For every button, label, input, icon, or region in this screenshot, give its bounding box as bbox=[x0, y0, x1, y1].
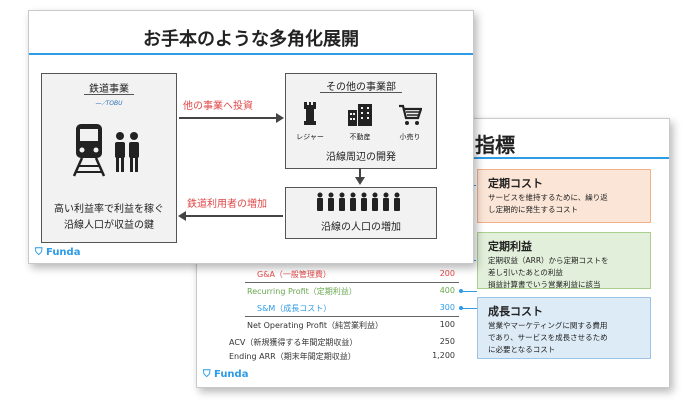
users-arrow-line bbox=[185, 215, 283, 217]
invest-arrow-label: 他の事業へ投資 bbox=[183, 101, 253, 112]
funda-logo-icon: ⛉ bbox=[203, 369, 211, 380]
row-value-ending-arr: 1,200 bbox=[432, 351, 455, 360]
brand-name: Funda bbox=[45, 247, 81, 258]
train-and-people-icon bbox=[72, 124, 139, 177]
title-divider bbox=[29, 53, 473, 55]
row-value-acv: 250 bbox=[439, 337, 455, 346]
other-business-panel: その他の事業部 レジャー 不動産 小売り 沿線周辺の開発 bbox=[285, 73, 437, 169]
desc-line: 差し引いたあとの利益 bbox=[488, 268, 563, 277]
front-slide-title: お手本のような多角化展開 bbox=[143, 29, 359, 50]
retail-label: 小売り bbox=[399, 133, 421, 141]
brand-name: Funda bbox=[213, 369, 249, 380]
railway-caption-1: 高い利益率で利益を稼ぐ bbox=[54, 204, 164, 215]
brand-logo: ⛉ Funda bbox=[203, 369, 248, 380]
down-arrow-head bbox=[355, 177, 365, 185]
desc-line: に必要となるコスト bbox=[488, 345, 556, 354]
row-label-acv: ACV（新規獲得する年間定期収益） bbox=[229, 338, 358, 347]
row-divider bbox=[245, 282, 459, 283]
population-panel: 沿線の人口の増加 bbox=[285, 187, 437, 239]
tobu-logo-text: TOBU bbox=[105, 100, 123, 107]
growth-cost-title: 成長コスト bbox=[488, 305, 543, 318]
row-value-sm: 300 bbox=[439, 303, 455, 312]
desc-line: 損益計算書でいう営業利益に該当 bbox=[488, 280, 601, 289]
invest-arrow-line bbox=[179, 117, 277, 119]
connector-line bbox=[461, 308, 477, 309]
shopping-cart-icon bbox=[399, 104, 422, 125]
row-value-ga: 200 bbox=[439, 269, 455, 278]
population-people-icon bbox=[317, 192, 400, 211]
leisure-label: レジャー bbox=[296, 133, 324, 141]
leisure-icon bbox=[304, 102, 316, 125]
tobu-logo-icon: —⟋ bbox=[95, 100, 106, 107]
growth-cost-desc: 営業やマーケティングに関する費用 であり、サービスを成長させるため に必要となる… bbox=[488, 320, 608, 356]
fixed-cost-box: 定期コスト サービスを維持するために、繰り返 し定期的に発生するコスト bbox=[477, 169, 651, 223]
title-underline bbox=[84, 94, 134, 95]
railway-caption-2: 沿線人口が収益の鍵 bbox=[64, 220, 154, 231]
title-underline bbox=[320, 92, 402, 93]
down-arrow-line bbox=[359, 168, 361, 179]
desc-line: 定期収益（ARR）から定期コストを bbox=[488, 256, 609, 265]
row-label-sm: S&M（成長コスト） bbox=[257, 304, 332, 313]
railway-title: 鉄道事業 bbox=[89, 84, 129, 95]
row-label-ga: G&A（一般管理費） bbox=[257, 270, 331, 279]
row-label-net-operating-profit: Net Operating Profit（純営業利益） bbox=[247, 321, 383, 330]
railway-panel: 鉄道事業 —⟋TOBU 高い利益率で利益を稼ぐ 沿線人口が収益の鍵 bbox=[41, 73, 177, 243]
desc-line: サービスを維持するために、繰り返 bbox=[488, 193, 608, 202]
desc-line: し定期的に発生するコスト bbox=[488, 205, 578, 214]
brand-logo: ⛉ Funda bbox=[35, 247, 80, 258]
tobu-logo: —⟋TOBU bbox=[86, 100, 132, 108]
fixed-cost-desc: サービスを維持するために、繰り返 し定期的に発生するコスト bbox=[488, 192, 608, 216]
invest-arrow-head bbox=[276, 113, 284, 123]
row-value-net-operating-profit: 100 bbox=[439, 320, 455, 329]
other-business-title: その他の事業部 bbox=[326, 82, 396, 93]
recurring-profit-desc: 定期収益（ARR）から定期コストを 差し引いたあとの利益 損益計算書でいう営業利… bbox=[488, 255, 609, 291]
front-slide: お手本のような多角化展開 鉄道事業 —⟋TOBU 高い利益率で利益を稼ぐ bbox=[28, 10, 474, 264]
row-label-recurring-profit: Recurring Profit（定期利益） bbox=[247, 287, 357, 296]
users-arrow-head bbox=[178, 211, 186, 221]
desc-line: であり、サービスを成長させるため bbox=[488, 333, 608, 342]
funda-logo-icon: ⛉ bbox=[35, 247, 43, 258]
growth-cost-box: 成長コスト 営業やマーケティングに関する費用 であり、サービスを成長させるため … bbox=[477, 297, 651, 359]
row-value-recurring-profit: 400 bbox=[439, 286, 455, 295]
row-divider bbox=[245, 316, 459, 317]
fixed-cost-title: 定期コスト bbox=[488, 177, 543, 190]
recurring-profit-title: 定期利益 bbox=[488, 240, 532, 253]
row-label-ending-arr: Ending ARR（期末年間定期収益） bbox=[229, 352, 356, 361]
real-estate-icon bbox=[348, 104, 372, 126]
recurring-profit-box: 定期利益 定期収益（ARR）から定期コストを 差し引いたあとの利益 損益計算書で… bbox=[477, 232, 651, 289]
users-arrow-label: 鉄道利用者の増加 bbox=[187, 199, 267, 210]
desc-line: 営業やマーケティングに関する費用 bbox=[488, 321, 608, 330]
real-estate-label: 不動産 bbox=[349, 133, 371, 141]
connector-line bbox=[461, 291, 477, 292]
other-business-caption: 沿線周辺の開発 bbox=[326, 152, 396, 163]
population-caption: 沿線の人口の増加 bbox=[321, 222, 401, 233]
